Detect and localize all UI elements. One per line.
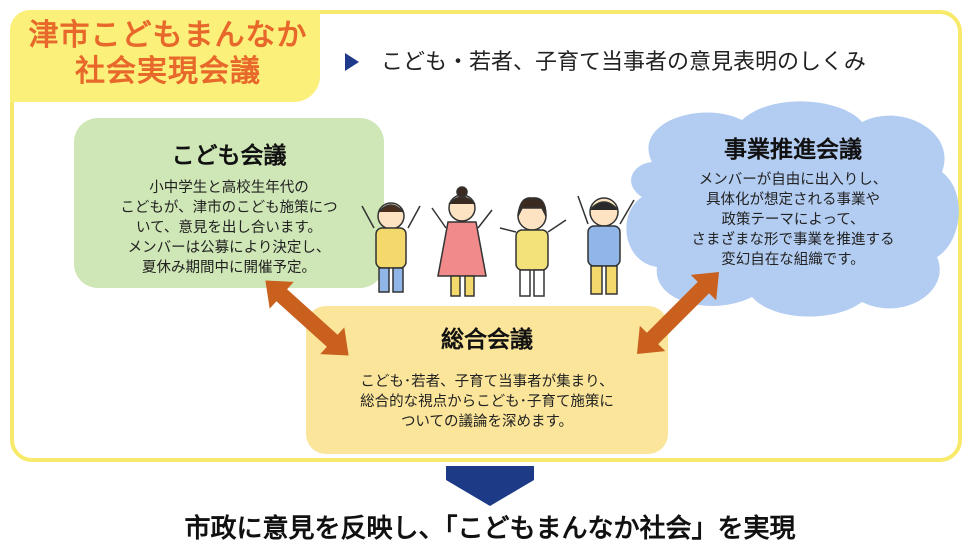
child-figure bbox=[431, 186, 493, 297]
jigyo-cloud-shape bbox=[626, 101, 959, 317]
sogo-kaigi-box: 総合会議 こども･若者、子育て当事者が集まり、 総合的な視点からこども･子育て施… bbox=[306, 306, 668, 454]
title-box bbox=[10, 10, 320, 102]
kodomo-kaigi-box: こども会議 小中学生と高校生年代の こどもが、津市のこども施策につ いて、意見を… bbox=[74, 118, 384, 288]
kodomo-kaigi-text: 小中学生と高校生年代の こどもが、津市のこども施策につ いて、意見を出し合います… bbox=[120, 180, 338, 276]
down-arrow-icon bbox=[446, 466, 534, 506]
child-figure bbox=[499, 197, 567, 297]
sogo-kaigi-heading: 総合会議 bbox=[441, 327, 533, 353]
jigyo-suishin-kaigi-heading: 事業推進会議 bbox=[724, 137, 862, 163]
title-line-1: 津市こどもまんなか bbox=[28, 18, 308, 53]
subtitle-text: こども・若者、子育て当事者の意見表明のしくみ bbox=[381, 50, 866, 75]
title-line-2: 社会実現会議 bbox=[75, 54, 261, 89]
double-arrow-icon bbox=[636, 271, 720, 355]
jigyo-suishin-kaigi-box: 事業推進会議 メンバーが自由に出入りし、 具体化が想定される事業や 政策テーマに… bbox=[628, 130, 958, 270]
play-triangle-icon bbox=[345, 53, 359, 71]
subtitle: こども・若者、子育て当事者の意見表明のしくみ bbox=[345, 44, 866, 76]
jigyo-suishin-kaigi-text: メンバーが自由に出入りし、 具体化が想定される事業や 政策テーマによって、 さま… bbox=[691, 172, 895, 268]
sogo-kaigi-text: こども･若者、子育て当事者が集まり、 総合的な視点からこども･子育て施策に つい… bbox=[360, 374, 614, 430]
kodomo-kaigi-heading: こども会議 bbox=[171, 143, 287, 169]
page-title: 津市こどもまんなか 社会実現会議 bbox=[18, 18, 318, 90]
conclusion-text: 市政に意見を反映し、「こどもまんなか社会」を実現 bbox=[184, 514, 796, 544]
child-figure bbox=[361, 202, 421, 293]
child-figure bbox=[577, 195, 635, 295]
double-arrow-icon bbox=[265, 280, 349, 356]
children-illustration bbox=[361, 186, 635, 297]
